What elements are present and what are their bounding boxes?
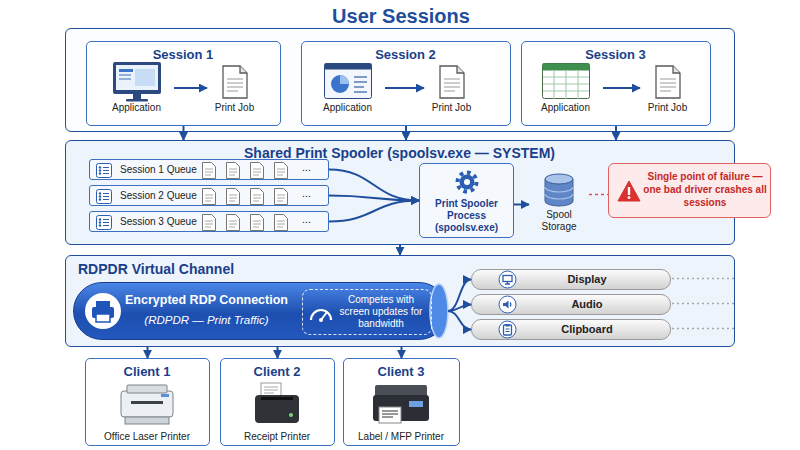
icon	[498, 270, 517, 289]
diagram-node: Session 1 Application Print Job	[86, 41, 281, 126]
connector	[147, 347, 149, 358]
node-label: Print Spooler Process (spoolsv.exe)	[424, 198, 509, 234]
diagram-node: Session 1 Queue...	[89, 159, 329, 180]
diagram-node: Application	[528, 62, 603, 114]
node-label: Application	[528, 102, 603, 114]
icon	[250, 188, 264, 205]
node-label: Application	[99, 102, 174, 114]
icon	[308, 302, 334, 324]
icon	[617, 180, 641, 202]
icon	[202, 188, 216, 205]
icon	[455, 170, 479, 194]
icon	[439, 65, 465, 99]
icon	[202, 162, 216, 179]
icon	[113, 62, 161, 102]
connector	[401, 347, 403, 358]
diagram-node: Print Job	[207, 62, 262, 114]
icon	[542, 63, 590, 99]
node-label: ...	[302, 161, 326, 174]
icon	[226, 162, 240, 179]
node-label: Clipboard	[532, 323, 642, 336]
node-label: Display	[532, 273, 642, 286]
icon	[96, 189, 112, 204]
icon	[371, 381, 431, 427]
diagram-node: User SessionsSession 1ApplicationPrint J…	[65, 28, 735, 132]
diagram-node: Session 2 Application Print Job	[301, 41, 511, 126]
icon	[96, 163, 112, 178]
diagram-node: Display	[471, 269, 671, 290]
diagram-node: Client 2 Receipt Printer	[220, 358, 335, 446]
icon	[274, 188, 288, 205]
diagram-node: Print Job	[640, 62, 695, 114]
diagram-node: Print Job	[424, 62, 479, 114]
node-label: Single point of failure — one bad driver…	[643, 170, 767, 209]
node-label: Spool Storage	[534, 209, 584, 233]
node-label: Session 2 Queue	[120, 190, 230, 202]
diagram-node: Single point of failure — one bad driver…	[608, 163, 771, 218]
node-label: ...	[302, 187, 326, 200]
diagram-node: Session 2 Queue...	[89, 185, 329, 206]
connector	[399, 245, 401, 255]
node-label: Label / MFP Printer	[344, 431, 458, 443]
node-label: Office Laser Printer	[86, 431, 208, 443]
node-label: RDPDR Virtual Channel	[78, 261, 378, 278]
node-label: Session 1	[87, 47, 279, 63]
node-label: Audio	[532, 298, 642, 311]
icon	[96, 215, 112, 230]
icon	[202, 214, 216, 231]
diagram-node: Client 3 Label / MFP Printer	[343, 358, 460, 446]
icon	[226, 214, 240, 231]
icon	[250, 214, 264, 231]
node-label: (RDPDR — Print Traffic)	[124, 314, 289, 328]
diagram-node: Session 3 Queue...	[89, 211, 329, 232]
icon	[84, 292, 122, 330]
diagram-node: Competes with screen updates for bandwid…	[302, 289, 432, 335]
icon	[222, 65, 248, 99]
icon	[498, 295, 517, 314]
icon	[324, 63, 372, 99]
diagram-node: Encrypted RDP Connection (RDPDR — Print T…	[73, 282, 448, 340]
icon	[544, 173, 574, 207]
icon	[498, 320, 517, 339]
icon	[274, 214, 288, 231]
icon	[250, 162, 264, 179]
node-label: ...	[302, 213, 326, 226]
diagram-node: Spool Storage	[529, 171, 589, 241]
icon	[226, 188, 240, 205]
node-label: Session 2	[302, 47, 509, 63]
node-label: Client 3	[344, 364, 458, 380]
diagram-node: RDPDR Virtual ChannelEncrypted RDP Conne…	[65, 255, 735, 347]
node-label: Client 2	[221, 364, 333, 380]
node-label: Session 1 Queue	[120, 164, 230, 176]
diagram-node: Print Spooler Process (spoolsv.exe)	[419, 163, 514, 238]
node-label: Competes with screen updates for bandwid…	[333, 294, 429, 330]
diagram-node: Audio	[471, 294, 671, 315]
connector	[277, 347, 279, 358]
node-label: User Sessions	[66, 4, 736, 28]
diagram-node: Application	[99, 62, 174, 114]
icon	[117, 381, 177, 427]
node-label: Session 3 Queue	[120, 216, 230, 228]
diagram-node: Clipboard	[471, 319, 671, 340]
node-label: Print Job	[207, 102, 262, 114]
icon	[274, 162, 288, 179]
diagram-node: Application	[310, 62, 385, 114]
node-label: Receipt Printer	[221, 431, 333, 443]
node-label: Session 3	[522, 47, 709, 63]
node-label: Print Job	[640, 102, 695, 114]
node-label: Print Job	[424, 102, 479, 114]
node-label: Application	[310, 102, 385, 114]
diagram-node: Session 3 Application Print Job	[521, 41, 711, 126]
icon	[247, 381, 307, 427]
node-label: Encrypted RDP Connection	[124, 293, 289, 308]
diagram-node: Client 1 Office Laser Printer	[85, 358, 210, 446]
icon	[655, 65, 681, 99]
node-label: Client 1	[86, 364, 208, 380]
